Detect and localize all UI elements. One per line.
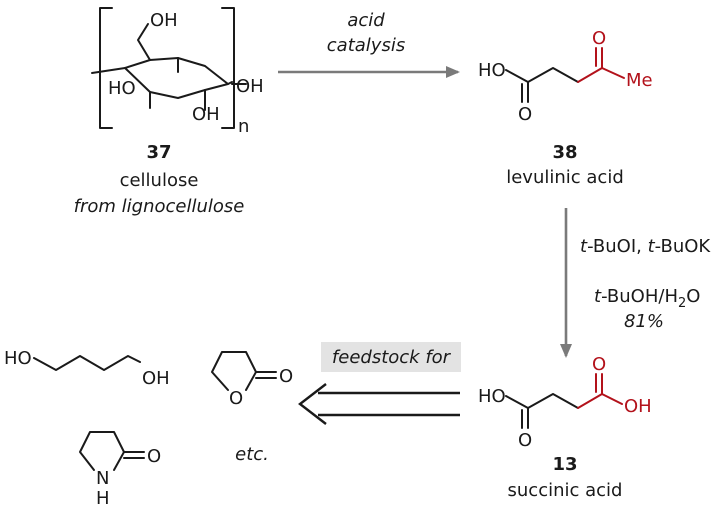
pyrrolidone-structure: N H O	[79, 431, 161, 509]
glycosidic-bond-left	[91, 67, 126, 74]
levulinic-acid-structure: HO O O Me	[478, 28, 653, 125]
levulinic-o-top: O	[592, 28, 606, 49]
cellulose-ho-left: HO	[108, 78, 136, 99]
ch2oh-bond	[137, 23, 151, 61]
cellulose-source: from lignocellulose	[74, 196, 245, 217]
levulinic-ketone-carbonyl	[595, 47, 603, 69]
step2-reagents: t-BuOI, t-BuOK	[580, 236, 711, 257]
feedstock-label: feedstock for	[332, 347, 452, 368]
butanediol-chain	[33, 355, 141, 371]
gbl-o-carbonyl: O	[279, 366, 293, 387]
succinic-o-bottom: O	[518, 430, 532, 451]
retrosynthetic-arrow	[298, 383, 460, 425]
repeat-subscript: n	[238, 116, 249, 137]
feedstock-label-bg	[321, 342, 461, 372]
succinic-chain	[505, 393, 579, 409]
succinic-acid-right	[577, 393, 623, 409]
butanediol-structure: HO OH	[4, 348, 170, 389]
succinic-o-top: O	[592, 354, 606, 375]
retro-arrow-shaft	[318, 391, 460, 417]
succinic-oh: OH	[624, 396, 652, 417]
cellulose-oh-bottom: OH	[192, 104, 220, 125]
compound-number-13: 13	[552, 454, 577, 475]
butanediol-ho: HO	[4, 348, 32, 369]
retro-arrow-head	[298, 383, 327, 425]
step1-condition-line1: acid	[347, 10, 385, 31]
succinic-carbonyl-left	[521, 407, 529, 429]
gbl-structure: O O	[211, 351, 293, 409]
pyrrolidone-carbonyl	[123, 451, 145, 459]
pyrrolidone-o-carbonyl: O	[147, 446, 161, 467]
gbl-ring	[211, 351, 257, 391]
levulinic-o-bottom: O	[518, 104, 532, 125]
cellulose-structure: OH OH HO OH n	[91, 7, 264, 137]
succinic-ho: HO	[478, 386, 506, 407]
succinic-acid-structure: HO O O OH	[478, 354, 652, 451]
compound-name-cellulose: cellulose	[120, 170, 199, 191]
ring-bottom-edge	[124, 67, 229, 99]
butanediol-oh: OH	[142, 368, 170, 389]
step2-solvent: t-BuOH/H2O	[594, 286, 700, 311]
step2-yield: 81%	[624, 311, 664, 332]
compound-number-38: 38	[552, 142, 577, 163]
compound-name-succinic: succinic acid	[508, 480, 623, 501]
pyrrolidone-n: N	[96, 468, 109, 489]
compound-number-37: 37	[146, 142, 171, 163]
pyrrolidone-ring	[79, 431, 125, 471]
gbl-o-ring: O	[229, 388, 243, 409]
succinic-carbonyl-right	[595, 373, 603, 395]
etc-label: etc.	[235, 444, 269, 465]
cellulose-oh-right: OH	[236, 76, 264, 97]
levulinic-ketone-chain	[577, 67, 625, 83]
levulinic-ho: HO	[478, 60, 506, 81]
levulinic-me: Me	[626, 70, 653, 91]
step1-condition-line2: catalysis	[327, 35, 405, 56]
pyrrolidone-h: H	[96, 488, 110, 509]
compound-name-levulinic: levulinic acid	[506, 167, 624, 188]
right-bracket	[221, 7, 235, 129]
gbl-carbonyl	[255, 371, 277, 379]
levulinic-acid-carbonyl	[521, 81, 529, 103]
left-bracket	[99, 7, 113, 129]
cellulose-oh-top: OH	[150, 10, 178, 31]
levulinic-chain	[505, 67, 579, 83]
